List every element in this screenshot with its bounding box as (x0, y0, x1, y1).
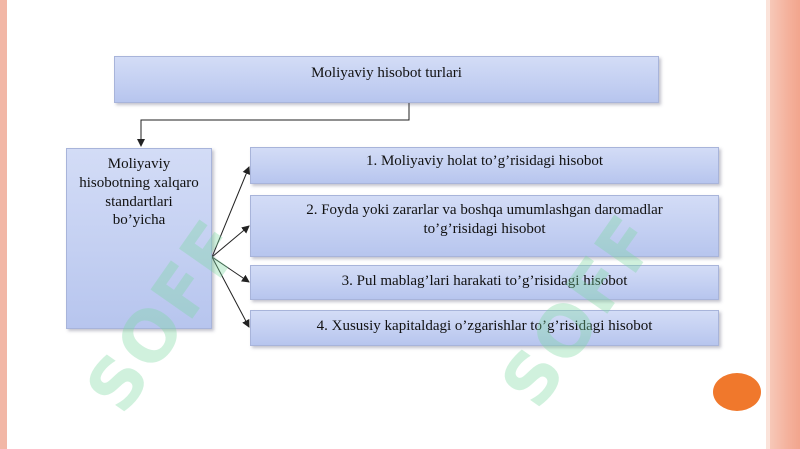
diagram-title: Moliyaviy hisobot turlari (311, 65, 462, 81)
report-item-2-text: 2. Foyda yoki zararlar va boshqa umumlas… (306, 201, 663, 239)
report-item-2-line-1: 2. Foyda yoki zararlar va boshqa umumlas… (306, 202, 663, 218)
report-item-3: 3. Pul mablag’lari harakati to’g’risidag… (250, 265, 719, 300)
left-frame-strip (0, 0, 7, 449)
report-item-1: 1. Moliyaviy holat to’g’risidagi hisobot (250, 147, 719, 184)
arrow-to-item-2 (211, 225, 250, 258)
report-item-2-line-2: to’g’risidagi hisobot (423, 220, 546, 237)
ifrs-line-1: Moliyaviy (107, 156, 171, 172)
right-frame-strip (766, 0, 800, 449)
arrow-to-item-1 (211, 166, 251, 258)
report-item-3-text: 3. Pul mablag’lari harakati to’g’risidag… (341, 273, 628, 289)
arrow-to-item-4 (211, 256, 250, 328)
report-item-4-text: 4. Xususiy kapitaldagi o’zgarishlar to’g… (316, 318, 653, 334)
ifrs-line-3: standartlari (105, 193, 173, 210)
ifrs-category-text: Moliyaviy hisobotning xalqaro standartla… (79, 155, 199, 230)
arrow-to-item-3 (211, 256, 250, 283)
ifrs-line-2: hisobotning xalqaro (79, 174, 199, 191)
ifrs-category-box: Moliyaviy hisobotning xalqaro standartla… (66, 148, 212, 329)
title-to-left-connector (137, 103, 410, 147)
ifrs-line-4: bo’yicha (112, 212, 166, 229)
slide-accent-circle (713, 373, 761, 411)
report-item-4: 4. Xususiy kapitaldagi o’zgarishlar to’g… (250, 310, 719, 346)
report-item-1-text: 1. Moliyaviy holat to’g’risidagi hisobot (365, 153, 604, 169)
report-item-2: 2. Foyda yoki zararlar va boshqa umumlas… (250, 195, 719, 257)
diagram-title-box: Moliyaviy hisobot turlari (114, 56, 659, 103)
